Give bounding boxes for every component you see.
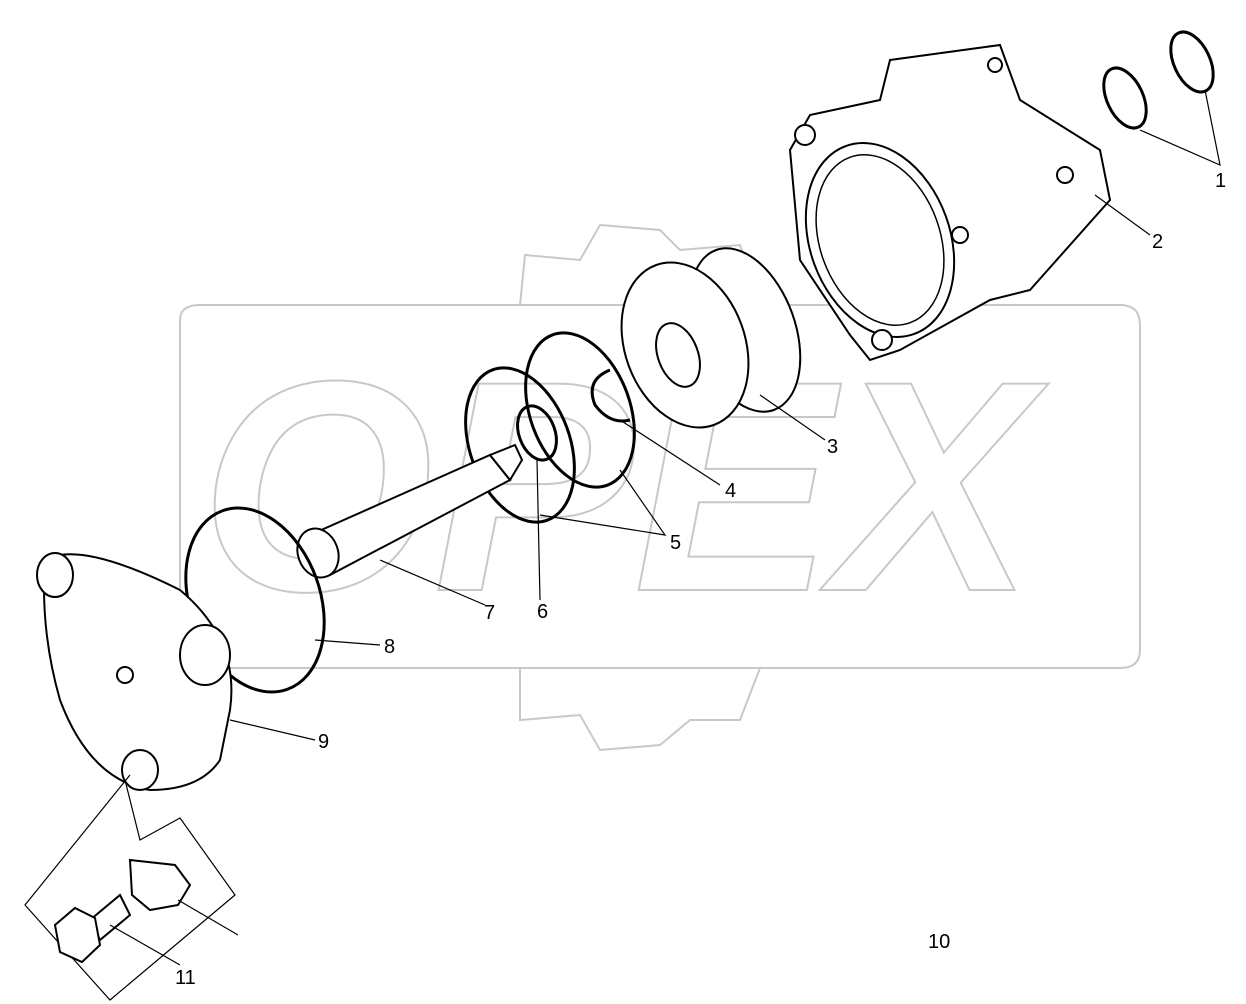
callout-7: 7 (484, 602, 496, 624)
callout-8: 8 (384, 636, 396, 658)
leader-lines (109, 89, 1221, 966)
callout-4: 4 (725, 480, 737, 502)
part-9-cover (36, 552, 233, 792)
callout-3: 3 (827, 436, 839, 458)
detail-inset (24, 774, 236, 1001)
watermark-text: OPEX (200, 318, 1049, 654)
callout-10: 10 (928, 931, 951, 953)
callout-1: 1 (1215, 170, 1227, 192)
part-2-housing (788, 43, 1112, 362)
callout-2: 2 (1152, 231, 1164, 253)
callout-5: 5 (670, 532, 682, 554)
part-7-rod (296, 443, 524, 579)
part-3-piston (620, 247, 802, 429)
callout-9: 9 (318, 731, 330, 753)
part-6-ring (516, 404, 558, 462)
part-4-circlip (590, 368, 631, 423)
part-11-bolt (53, 893, 132, 964)
callout-6: 6 (537, 601, 549, 623)
part-1-rings (1102, 30, 1215, 130)
part-10-washer (128, 858, 192, 912)
watermark-logo: OPEX (179, 223, 1141, 752)
callout-11: 11 (175, 967, 196, 989)
